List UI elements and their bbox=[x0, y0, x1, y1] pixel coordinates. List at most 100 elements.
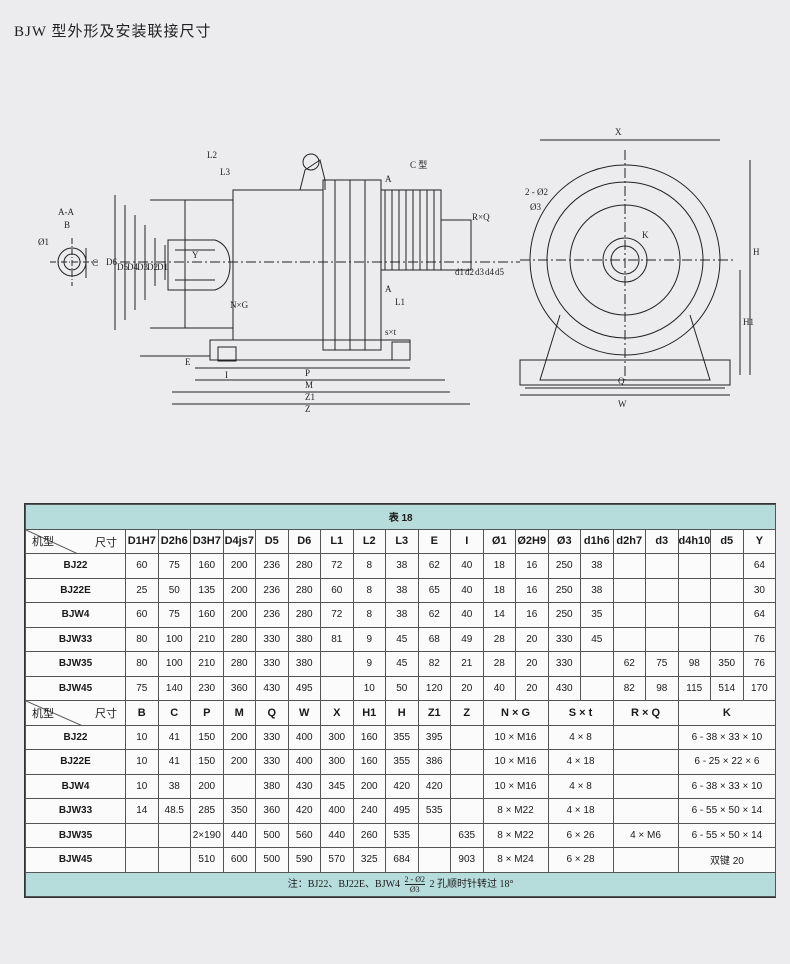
table-cell bbox=[645, 626, 679, 652]
table-cell: 280 bbox=[222, 651, 256, 677]
table-cell: 14 bbox=[125, 798, 159, 824]
table-cell bbox=[710, 626, 744, 652]
table-cell: 250 bbox=[547, 602, 581, 628]
table-cell: 360 bbox=[222, 675, 256, 701]
table-cell bbox=[677, 577, 711, 603]
table-cell: 8 bbox=[352, 602, 386, 628]
label-D5: D5 bbox=[117, 262, 128, 272]
table-cell: 10 × M16 bbox=[482, 773, 549, 799]
table-cell bbox=[125, 847, 159, 873]
table-cell: 400 bbox=[287, 724, 321, 750]
table-cell: 40 bbox=[450, 553, 484, 579]
table-cell: 535 bbox=[385, 822, 419, 848]
col-header: D1H7 bbox=[125, 528, 159, 554]
output-shaft-section bbox=[167, 239, 231, 291]
label-d5: d5 bbox=[495, 267, 505, 277]
table-cell: 18 bbox=[482, 577, 516, 603]
table-cell: 240 bbox=[352, 798, 386, 824]
col-header: N × G bbox=[482, 700, 549, 726]
table-cell: 560 bbox=[287, 822, 321, 848]
col-header: P bbox=[190, 700, 224, 726]
table-cell: 38 bbox=[157, 773, 191, 799]
table-cell: 495 bbox=[385, 798, 419, 824]
table-cell: 38 bbox=[385, 602, 419, 628]
model-cell: BJW45 bbox=[25, 847, 126, 873]
label-X: X bbox=[615, 127, 622, 137]
table-cell bbox=[417, 847, 451, 873]
table-cell bbox=[450, 749, 484, 775]
table-cell: 6 × 28 bbox=[547, 847, 614, 873]
table-cell: 6 - 38 × 33 × 10 bbox=[677, 773, 777, 799]
label-C: C bbox=[92, 258, 98, 268]
pulley bbox=[380, 189, 442, 271]
table-cell bbox=[612, 798, 679, 824]
table-cell: 260 bbox=[352, 822, 386, 848]
col-header: S × t bbox=[547, 700, 614, 726]
table-cell: 双键 20 bbox=[677, 847, 777, 873]
table-cell: 64 bbox=[742, 553, 777, 579]
label-H: H bbox=[753, 247, 760, 257]
table-cell: 330 bbox=[255, 651, 289, 677]
table-cell: 236 bbox=[255, 602, 289, 628]
table-cell: 65 bbox=[417, 577, 451, 603]
col-header: L1 bbox=[320, 528, 354, 554]
table-cell bbox=[612, 626, 646, 652]
model-cell: BJW4 bbox=[25, 602, 126, 628]
label-phi3: Ø3 bbox=[530, 202, 541, 212]
label-phi2: 2 - Ø2 bbox=[525, 187, 548, 197]
header-row-1: 尺寸 机型 D1H7 D2h6 D3H7 D4js7 D5 D6 L1 L2 L… bbox=[25, 528, 777, 554]
table-cell: 635 bbox=[450, 822, 484, 848]
table-cell: 350 bbox=[222, 798, 256, 824]
table-cell: 430 bbox=[255, 675, 289, 701]
table-cell: 38 bbox=[580, 577, 614, 603]
table-cell: 200 bbox=[222, 553, 256, 579]
table-cell: 170 bbox=[742, 675, 777, 701]
table-cell: 40 bbox=[482, 675, 516, 701]
table-cell bbox=[677, 626, 711, 652]
col-header: Z1 bbox=[417, 700, 451, 726]
table-cell: 140 bbox=[157, 675, 191, 701]
table-cell bbox=[645, 577, 679, 603]
table-cell bbox=[450, 724, 484, 750]
table-cell: 350 bbox=[710, 651, 744, 677]
table-cell: 81 bbox=[320, 626, 354, 652]
model-cell: BJW33 bbox=[25, 798, 126, 824]
table-cell: 250 bbox=[547, 553, 581, 579]
table-cell: 200 bbox=[190, 773, 224, 799]
col-header: D6 bbox=[287, 528, 321, 554]
corner-cell-2: 尺寸 机型 bbox=[25, 700, 126, 726]
table-cell: 45 bbox=[580, 626, 614, 652]
table-cell: 21 bbox=[450, 651, 484, 677]
table-cell: 345 bbox=[320, 773, 354, 799]
note-frac-den: Ø3 bbox=[409, 884, 420, 894]
table-cell bbox=[645, 602, 679, 628]
table-cell bbox=[320, 675, 354, 701]
table-cell: 48.5 bbox=[157, 798, 191, 824]
table-cell: 330 bbox=[547, 651, 581, 677]
table-cell: 82 bbox=[417, 651, 451, 677]
table-cell: 236 bbox=[255, 577, 289, 603]
col-header: L2 bbox=[352, 528, 386, 554]
table-cell: 100 bbox=[157, 626, 191, 652]
table-cell: 80 bbox=[125, 651, 159, 677]
table-cell bbox=[125, 822, 159, 848]
note-fraction: 2 - Ø2 Ø3 bbox=[404, 875, 425, 894]
table-cell: 10 bbox=[352, 675, 386, 701]
table-cell: 8 bbox=[352, 553, 386, 579]
motor-flange bbox=[184, 199, 234, 329]
table-cell: 50 bbox=[385, 675, 419, 701]
table-cell: 420 bbox=[385, 773, 419, 799]
table-cell: 386 bbox=[417, 749, 451, 775]
table-cell: 60 bbox=[320, 577, 354, 603]
table-cell: 4 × M6 bbox=[612, 822, 679, 848]
label-D4: D4 bbox=[127, 262, 138, 272]
col-header: D4js7 bbox=[222, 528, 256, 554]
col-header: d3 bbox=[645, 528, 679, 554]
label-W: W bbox=[618, 399, 627, 409]
col-header: B bbox=[125, 700, 159, 726]
table-cell: 210 bbox=[190, 651, 224, 677]
table-cell: 45 bbox=[385, 626, 419, 652]
